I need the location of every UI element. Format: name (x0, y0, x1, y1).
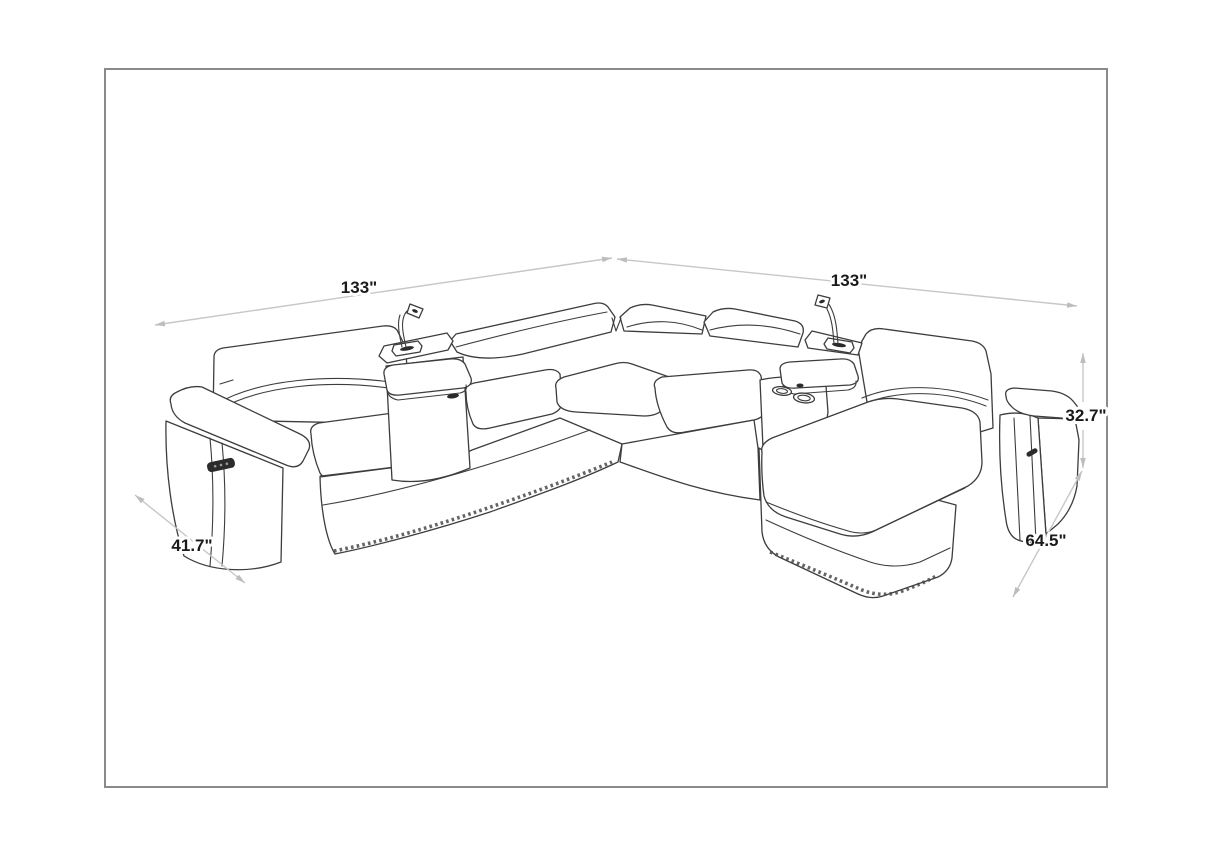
console-button (796, 383, 804, 388)
dim-line-back-left (154, 256, 613, 327)
dimension-labels: 133" 133" 32.7" 64.5" 41.7" (168, 268, 1109, 558)
right-base-front (619, 419, 761, 501)
dimension-label-height: 32.7" (1065, 406, 1106, 425)
recliner-switch-right (1026, 448, 1038, 457)
corner-back-cushions (449, 302, 707, 359)
dim-line-chaise-depth (1012, 470, 1083, 598)
dim-line-back-right (616, 257, 1078, 308)
dim-line-left-depth (134, 494, 246, 584)
dimension-lines (134, 256, 1086, 598)
usb-port (447, 393, 459, 399)
left-storage-console (383, 356, 472, 483)
cup-holders (771, 386, 816, 404)
right-back-cushion (703, 307, 804, 348)
dimension-label-back-left: 133" (341, 278, 377, 297)
dimension-label-chaise-depth: 64.5" (1025, 531, 1066, 550)
dimension-label-left-depth: 41.7" (171, 536, 212, 555)
chaise-lounge (758, 397, 983, 599)
dimension-label-back-right: 133" (831, 271, 867, 290)
left-console-back-rail (378, 332, 454, 364)
recliner-switch-left (207, 457, 235, 473)
